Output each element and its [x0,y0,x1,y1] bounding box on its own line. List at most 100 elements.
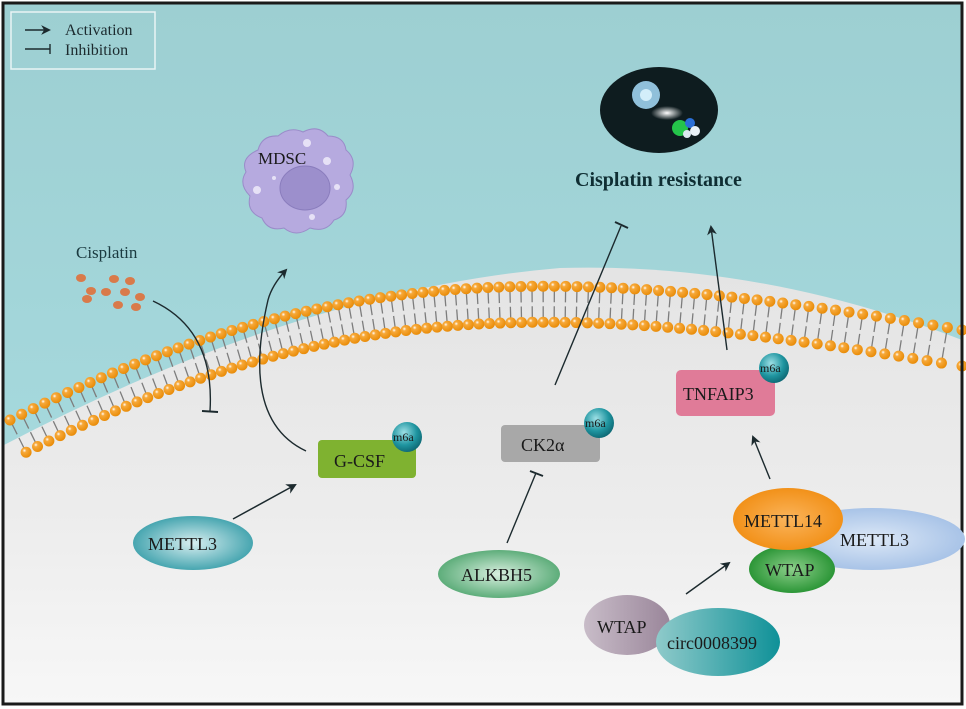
lipid-head [593,317,605,329]
mettl3-ellipse [133,516,253,570]
cisplatin-resistance-icon [600,67,718,153]
lipid-tail [380,302,386,329]
lipid-head [493,281,505,293]
lipid-head [526,280,538,292]
lipid-tail [509,291,512,318]
lipid-tail [703,299,708,326]
lipid-head [604,318,616,330]
m6a-badge [392,422,422,452]
lipid-tail [135,368,147,394]
cell-membrane [4,280,966,458]
lipid-head [751,294,763,306]
lipid-head [698,324,710,336]
lipid-head [505,317,517,329]
cisplatin-particle [125,277,135,285]
methyltransferase-complex[interactable]: METTL3 WTAP METTL14 [733,488,965,593]
mettl3-node[interactable]: METTL3 [133,516,253,570]
lipid-tail [359,305,365,332]
lipid-head [662,321,674,333]
lipid-head [353,295,365,307]
alkbh5-ellipse [438,550,560,598]
lipid-head [571,281,583,293]
lipid-head [300,305,312,317]
lipid-head [759,331,771,343]
lipid-head [152,387,164,399]
lipid-head [441,320,453,332]
lipid-head [638,320,650,332]
lipid-tail [691,298,695,325]
lipid-head [150,350,162,362]
lipid-tail [487,292,490,319]
lipid-head [215,328,227,340]
lipid-head [870,310,882,322]
m6a-badge [759,353,789,383]
lipid-tail [285,320,293,347]
lipid-head [339,334,351,346]
cisplatin-label: Cisplatin [76,243,138,262]
alkbh5-node[interactable]: ALKBH5 [438,550,560,598]
m6a-label: m6a [585,416,606,430]
wtap-circ-complex[interactable]: WTAP circ0008399 [584,595,780,676]
lipid-head [941,322,953,334]
cisplatin-particle [82,295,92,303]
lipid-head [279,310,291,322]
lipid-head [215,365,227,377]
lipid-head [226,362,238,374]
tnfaip3-box [676,370,775,416]
lipid-tail [124,372,136,398]
lipid-head [803,300,815,312]
lipid-tail [11,424,25,449]
gcsf-label: G-CSF [334,451,385,471]
inhibition-cap [201,410,219,413]
lipid-head [421,322,433,334]
lipid-head [140,354,152,366]
gcsf-box [318,440,416,478]
lipid-head [884,312,896,324]
lipid-head [629,283,641,295]
lipid-head [390,326,402,338]
lipid-head [364,293,376,305]
cisplatin-particle [101,288,111,296]
molecule-blue [685,118,695,128]
lipid-head [246,356,258,368]
lipid-head [4,414,16,426]
ck2a-node[interactable]: CK2α m6a [501,408,614,462]
lipid-tail [778,307,783,334]
lipid-head [559,316,571,328]
lipid-head [537,280,549,292]
lipid-tail [433,296,438,323]
lipid-head [674,322,686,334]
lipid-head [163,383,175,395]
lipid-head [816,302,828,314]
lipid-head [701,289,713,301]
lipid-head [84,377,96,389]
lipid-head [109,405,121,417]
lipid-tail [57,401,70,427]
lipid-head [921,355,933,367]
lipid-head [617,282,629,294]
lipid-head [865,346,877,358]
lipid-head [379,327,391,339]
lipid-head [777,297,789,309]
lipid-head [838,342,850,354]
lipid-head [772,333,784,345]
lipid-head [605,282,617,294]
tnfaip3-node[interactable]: TNFAIP3 m6a [676,353,789,416]
lipid-head [482,282,494,294]
cisplatin-particle [113,301,123,309]
complex-to-tnfaip3-arrow [751,435,771,480]
gcsf-node[interactable]: G-CSF m6a [318,422,422,478]
lipid-tail [168,356,179,382]
lipid-head [308,340,320,352]
mdsc-vesicle [253,186,261,194]
lipid-head [410,323,422,335]
lipid-head [396,289,408,301]
lipid-head [798,336,810,348]
lipid-head [20,446,32,458]
lipid-head [290,308,302,320]
lipid-head [226,324,238,336]
lipid-head [39,397,51,409]
lipid-head [449,284,461,295]
lipid-head [194,335,206,347]
